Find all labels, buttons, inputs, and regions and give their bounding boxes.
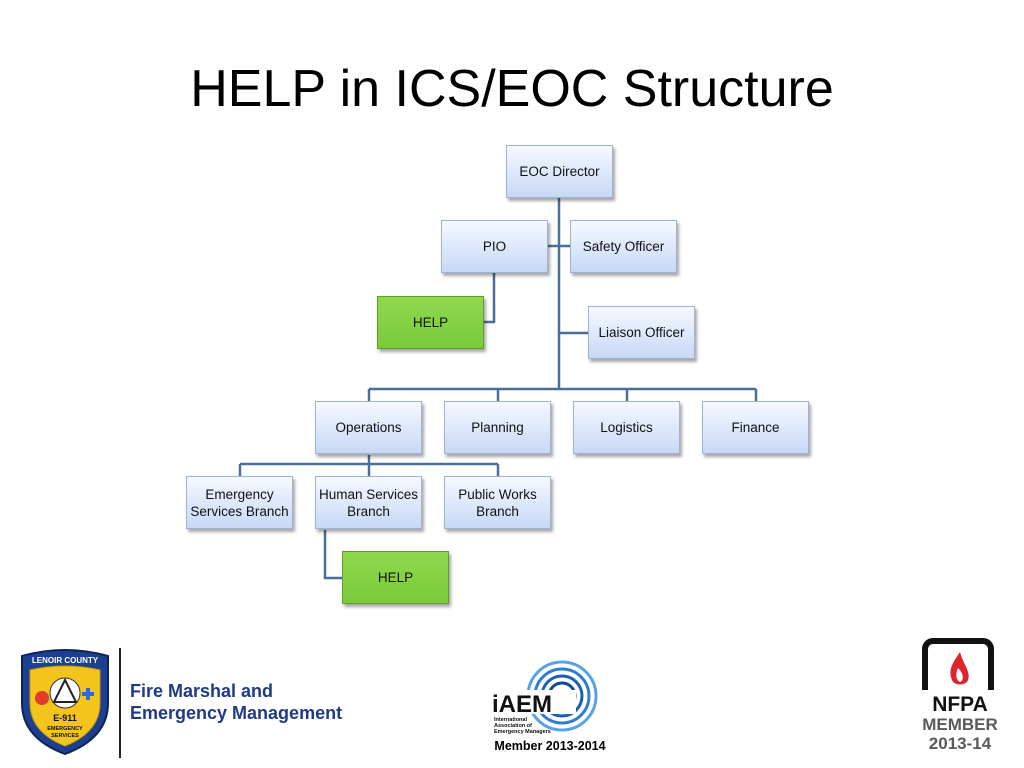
nfpa-member-line-2: 2013-14 bbox=[928, 734, 992, 753]
iaem-logo-icon: iAEM International Association of Emerge… bbox=[490, 660, 598, 735]
human-services-line-1: Human Services bbox=[318, 486, 419, 502]
node-logistics: Logistics bbox=[573, 401, 680, 454]
iaem-name-line-1: International bbox=[494, 717, 527, 723]
county-title-line-1: Fire Marshal and bbox=[130, 681, 274, 701]
node-eoc-director: EOC Director bbox=[506, 145, 613, 198]
badge-top-text: LENOIR COUNTY bbox=[32, 656, 99, 665]
iaem-caption: Member 2013-2014 bbox=[494, 739, 606, 753]
nfpa-member-line-1: MEMBER bbox=[922, 715, 998, 734]
node-safety-officer: Safety Officer bbox=[570, 220, 677, 273]
county-title: Fire Marshal and Emergency Management bbox=[130, 680, 342, 724]
badge-bottom-line-2: SERVICES bbox=[51, 733, 79, 739]
human-services-line-2: Branch bbox=[347, 503, 390, 519]
slide-title: HELP in ICS/EOC Structure bbox=[190, 60, 834, 118]
emergency-services-line-2: Services Branch bbox=[190, 503, 289, 519]
nfpa-text: NFPA bbox=[932, 693, 988, 714]
public-works-line-2: Branch bbox=[476, 503, 519, 519]
pio-help-line bbox=[484, 273, 496, 324]
badge-middle-text: E-911 bbox=[53, 713, 77, 723]
lenoir-county-badge-icon: LENOIR COUNTY E-911 EMERGENCY SERVICES bbox=[21, 649, 109, 756]
human-help-line bbox=[323, 530, 342, 580]
iaem-name-line-3: Emergency Managers bbox=[494, 729, 551, 735]
node-finance: Finance bbox=[702, 401, 809, 454]
node-human-services-branch: Human Services Branch bbox=[315, 476, 422, 529]
node-help-top: HELP bbox=[377, 296, 484, 349]
footer-divider bbox=[119, 648, 121, 758]
public-works-line-1: Public Works bbox=[458, 486, 537, 502]
badge-bottom-line-1: EMERGENCY bbox=[47, 726, 83, 732]
iaem-acronym: iAEM bbox=[492, 691, 552, 718]
node-help-bottom: HELP bbox=[342, 551, 449, 604]
iaem-name-line-2: Association of bbox=[494, 723, 532, 729]
node-pio: PIO bbox=[441, 220, 548, 273]
node-liaison-officer: Liaison Officer bbox=[588, 306, 695, 359]
node-public-works-branch: Public Works Branch bbox=[444, 476, 551, 529]
node-planning: Planning bbox=[444, 401, 551, 454]
nfpa-logo-icon: NFPA bbox=[922, 638, 998, 714]
node-emergency-services-branch: Emergency Services Branch bbox=[186, 476, 293, 529]
node-operations: Operations bbox=[315, 401, 422, 454]
county-title-line-2: Emergency Management bbox=[130, 703, 343, 723]
emergency-services-line-1: Emergency bbox=[205, 486, 274, 502]
nfpa-member: MEMBER 2013-14 bbox=[910, 715, 1010, 753]
